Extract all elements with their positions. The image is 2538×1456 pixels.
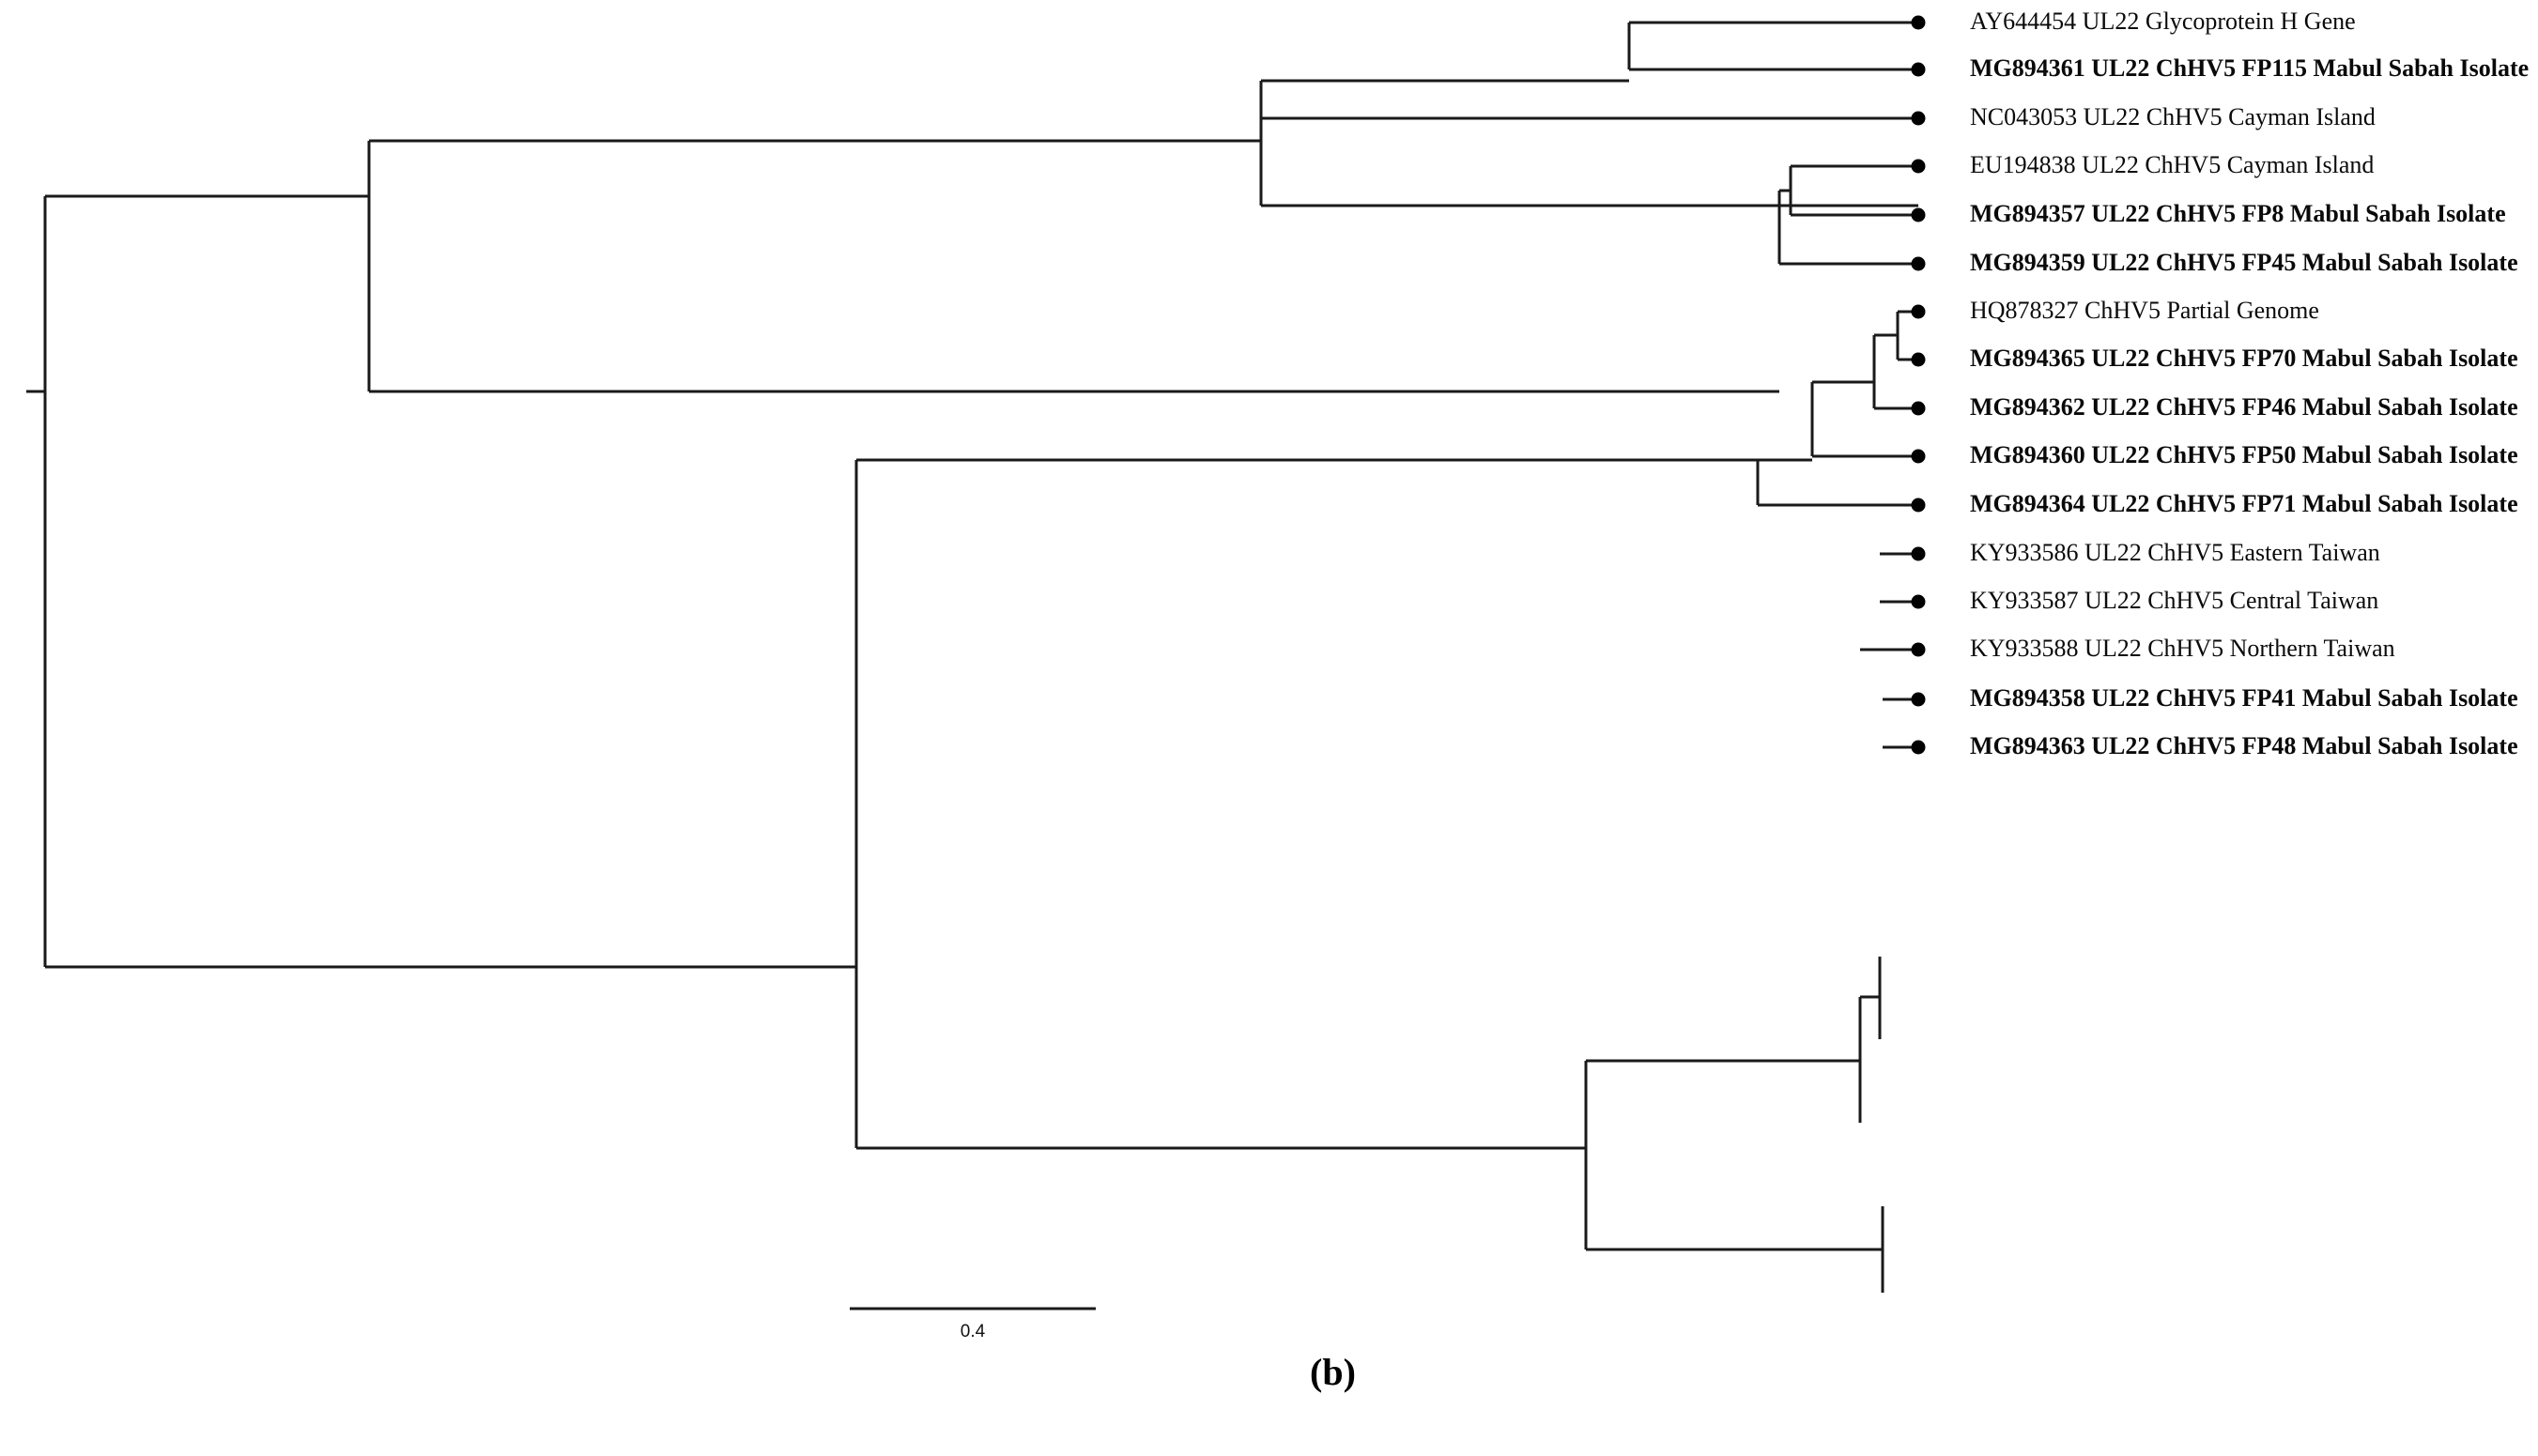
tip-label-mg894362: MG894362 UL22 ChHV5 FP46 Mabul Sabah Iso… bbox=[1970, 393, 2518, 421]
tip-label-mg894364: MG894364 UL22 ChHV5 FP71 Mabul Sabah Iso… bbox=[1970, 490, 2518, 517]
tip-label-mg894358: MG894358 UL22 ChHV5 FP41 Mabul Sabah Iso… bbox=[1970, 684, 2518, 712]
tree-tip-marker bbox=[1911, 642, 1926, 657]
tree-tip-marker bbox=[1911, 159, 1926, 174]
tree-tip-marker bbox=[1911, 207, 1926, 222]
tip-label-eu194838: EU194838 UL22 ChHV5 Cayman Island bbox=[1970, 151, 2375, 178]
tree-tip-marker-group bbox=[1911, 15, 1926, 755]
tree-tip-marker bbox=[1911, 15, 1926, 30]
tip-label-nc043053: NC043053 UL22 ChHV5 Cayman Island bbox=[1970, 103, 2376, 130]
scale-bar-label: 0.4 bbox=[960, 1322, 986, 1341]
tree-tip-marker bbox=[1911, 546, 1926, 561]
tip-label-mg894363: MG894363 UL22 ChHV5 FP48 Mabul Sabah Iso… bbox=[1970, 732, 2518, 759]
tip-label-ay644454: AY644454 UL22 Glycoprotein H Gene bbox=[1970, 8, 2356, 35]
panel-caption: (b) bbox=[1310, 1351, 1356, 1393]
tip-label-mg894359: MG894359 UL22 ChHV5 FP45 Mabul Sabah Iso… bbox=[1970, 249, 2518, 276]
tree-tip-marker bbox=[1911, 692, 1926, 707]
tip-label-mg894360: MG894360 UL22 ChHV5 FP50 Mabul Sabah Iso… bbox=[1970, 441, 2518, 468]
tip-label-mg894357: MG894357 UL22 ChHV5 FP8 Mabul Sabah Isol… bbox=[1970, 200, 2506, 227]
tree-tip-marker bbox=[1911, 304, 1926, 319]
tip-label-mg894361: MG894361 UL22 ChHV5 FP115 Mabul Sabah Is… bbox=[1970, 54, 2530, 82]
tree-tip-marker bbox=[1911, 111, 1926, 126]
tree-tip-marker bbox=[1911, 62, 1926, 77]
tip-label-ky933588: KY933588 UL22 ChHV5 Northern Taiwan bbox=[1970, 635, 2395, 662]
tree-tip-marker bbox=[1911, 449, 1926, 464]
tree-tip-marker bbox=[1911, 256, 1926, 271]
tree-branch-group bbox=[26, 21, 1918, 1293]
tree-tip-marker bbox=[1911, 594, 1926, 609]
tip-label-hq878327: HQ878327 ChHV5 Partial Genome bbox=[1970, 297, 2319, 324]
tip-label-mg894365: MG894365 UL22 ChHV5 FP70 Mabul Sabah Iso… bbox=[1970, 345, 2518, 372]
tree-tip-marker bbox=[1911, 498, 1926, 513]
tip-label-ky933586: KY933586 UL22 ChHV5 Eastern Taiwan bbox=[1970, 539, 2380, 566]
tree-tip-marker bbox=[1911, 401, 1926, 416]
tip-label-ky933587: KY933587 UL22 ChHV5 Central Taiwan bbox=[1970, 587, 2379, 614]
tree-tip-marker bbox=[1911, 740, 1926, 755]
tree-tip-marker bbox=[1911, 352, 1926, 367]
